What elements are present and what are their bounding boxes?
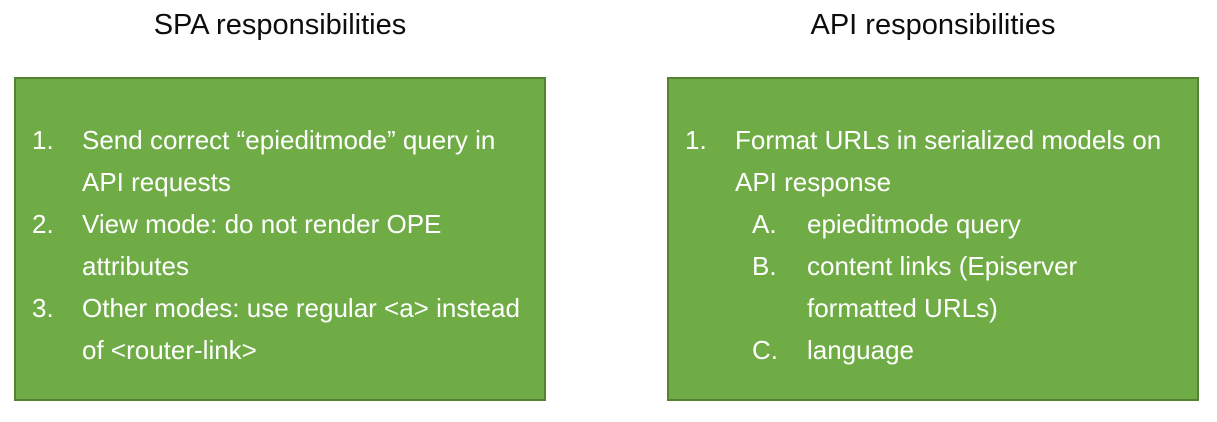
list-item-text: Send correct “epieditmode” query in API …: [82, 125, 496, 197]
list-spa: 1. Send correct “epieditmode” query in A…: [32, 119, 534, 371]
sublist-item-text: content links (Episerver formatted URLs): [807, 251, 1078, 323]
sublist-marker: A.: [752, 209, 777, 239]
list-item: 2. View mode: do not render OPE attribut…: [32, 203, 534, 287]
list-item: 1. Send correct “epieditmode” query in A…: [32, 119, 534, 203]
sublist-api: A. epieditmode query B. content links (E…: [735, 203, 1187, 371]
sublist-marker: B.: [752, 251, 777, 281]
page-title-api: API responsibilities: [810, 9, 1056, 41]
sublist-item: B. content links (Episerver formatted UR…: [752, 245, 1187, 329]
list-marker: 3.: [32, 293, 54, 323]
panel-spa-content: 1. Send correct “epieditmode” query in A…: [16, 79, 544, 399]
list-item: 3. Other modes: use regular <a> instead …: [32, 287, 534, 371]
list-api: 1. Format URLs in serialized models on A…: [685, 119, 1187, 371]
list-marker: 1.: [685, 125, 707, 155]
list-item-text: Other modes: use regular <a> instead of …: [82, 293, 520, 365]
sublist-item-text: epieditmode query: [807, 209, 1021, 239]
panel-api-content: 1. Format URLs in serialized models on A…: [669, 79, 1197, 399]
panel-spa: 1. Send correct “epieditmode” query in A…: [14, 77, 546, 401]
page-title-spa: SPA responsibilities: [153, 9, 407, 41]
panel-api: 1. Format URLs in serialized models on A…: [667, 77, 1199, 401]
sublist-marker: C.: [752, 335, 778, 365]
column-spa: SPA responsibilities 1. Send correct “ep…: [14, 0, 560, 422]
sublist-item: A. epieditmode query: [752, 203, 1187, 245]
list-marker: 2.: [32, 209, 54, 239]
list-item: 1. Format URLs in serialized models on A…: [685, 119, 1187, 371]
sublist-item: C. language: [752, 329, 1187, 371]
list-item-text: View mode: do not render OPE attributes: [82, 209, 442, 281]
sublist-item-text: language: [807, 335, 914, 365]
column-api: API responsibilities 1. Format URLs in s…: [667, 0, 1213, 422]
list-marker: 1.: [32, 125, 54, 155]
list-item-text: Format URLs in serialized models on API …: [735, 125, 1162, 197]
